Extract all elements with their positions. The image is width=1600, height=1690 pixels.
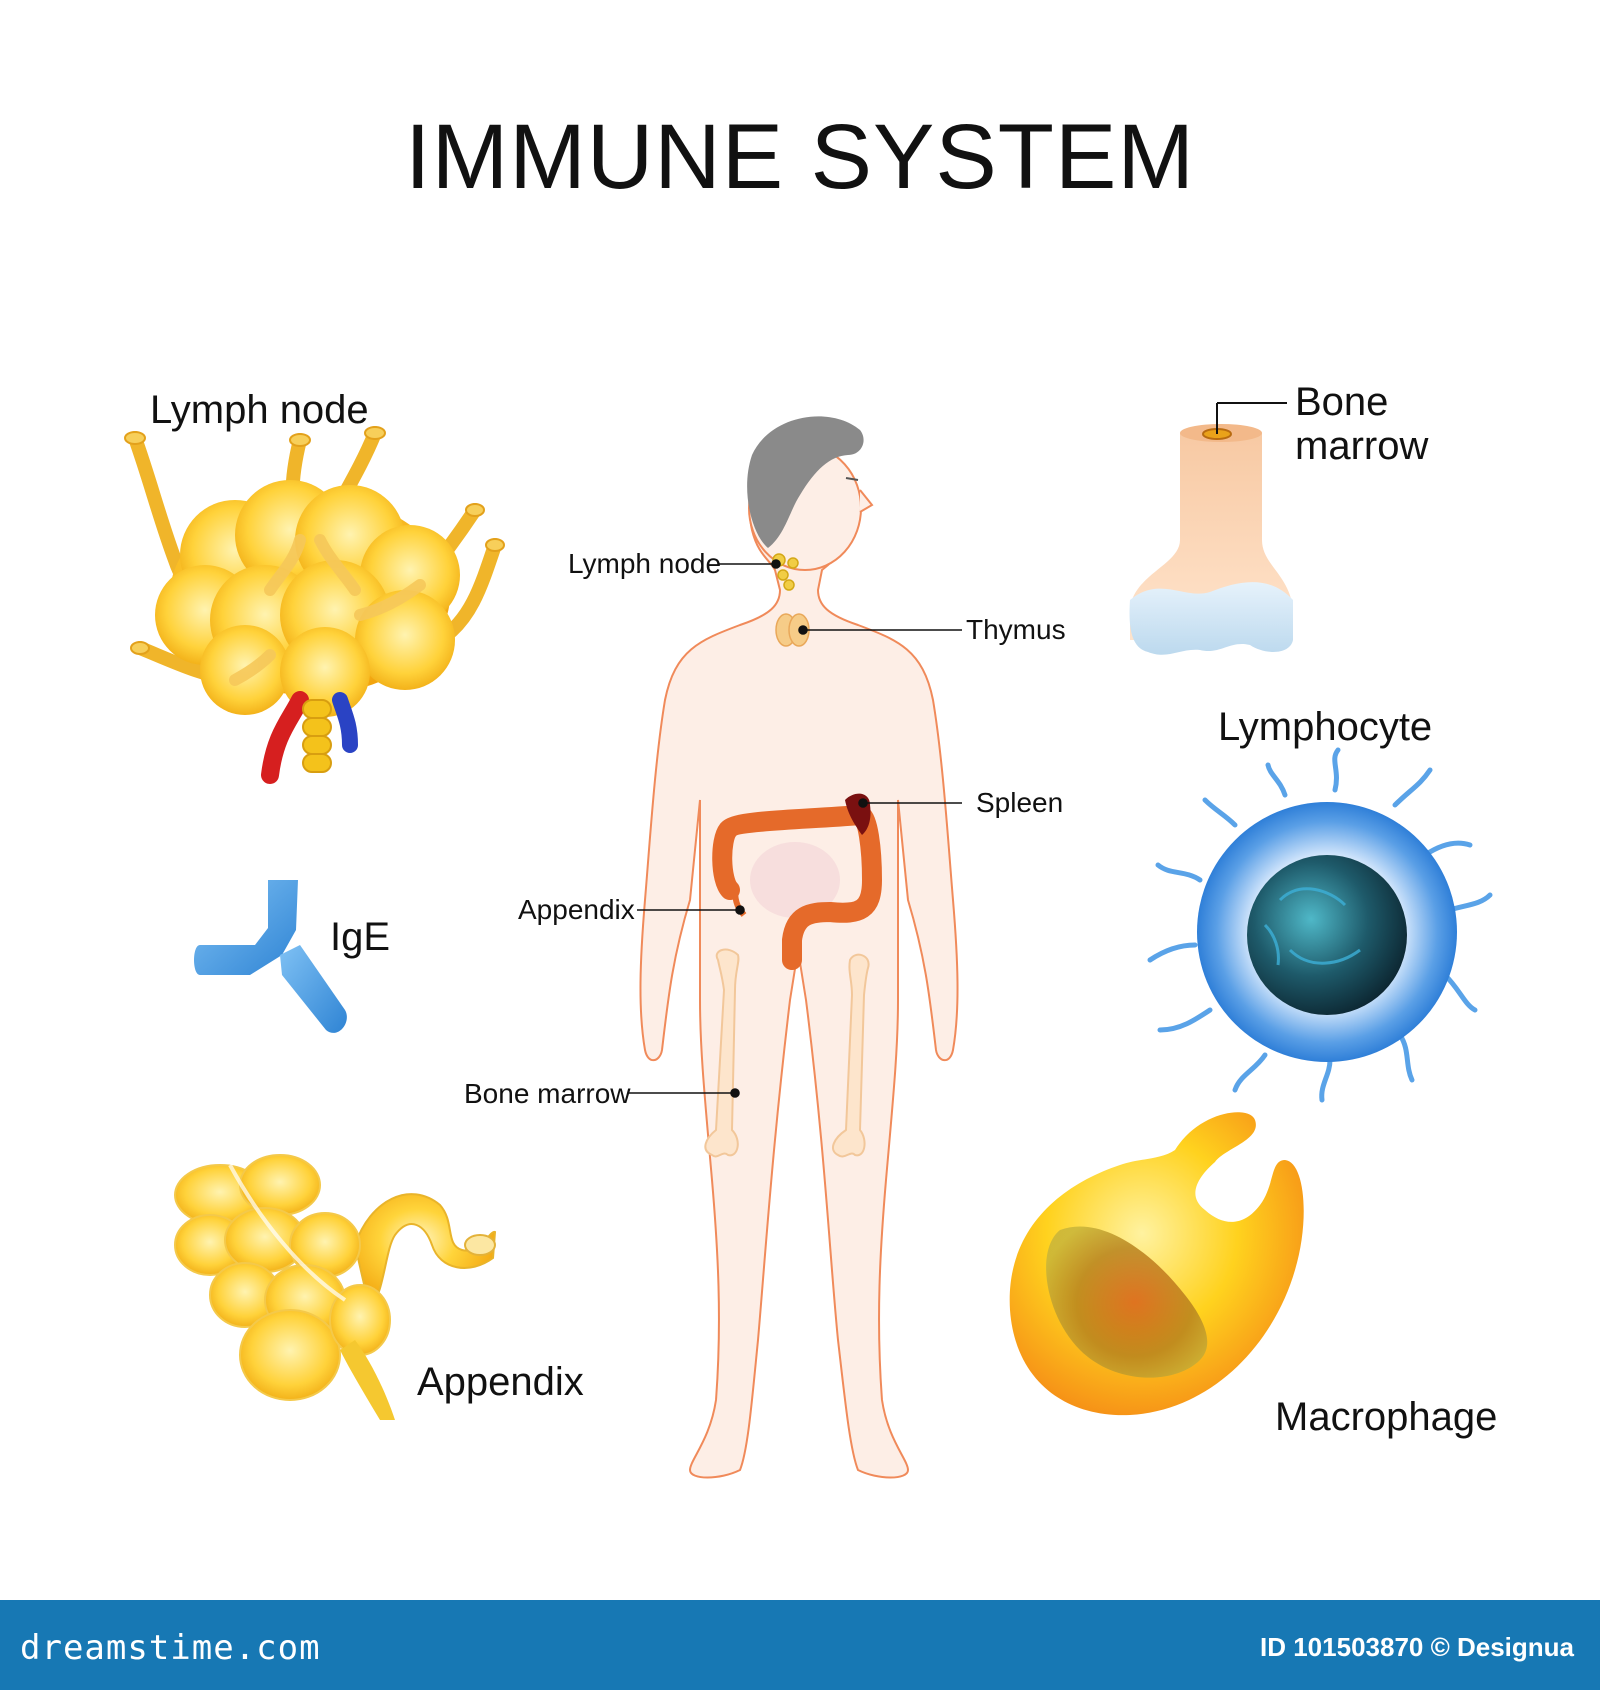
lymphocyte-illustration bbox=[1147, 747, 1493, 1103]
human-body-figure bbox=[639, 416, 959, 1479]
body-label-appendix: Appendix bbox=[518, 894, 635, 925]
body-label-lymph-node: Lymph node bbox=[568, 548, 722, 579]
body-label-thymus: Thymus bbox=[966, 614, 1066, 645]
appendix-illustration bbox=[174, 1154, 497, 1420]
appendix-label: Appendix bbox=[417, 1360, 584, 1404]
bone-marrow-label-line2: marrow bbox=[1295, 424, 1429, 468]
body-label-spleen: Spleen bbox=[976, 787, 1064, 818]
body-label-bone-marrow: Bone marrow bbox=[464, 1078, 631, 1109]
watermark-footer: dreamstime.com ID 101503870 © Designua bbox=[0, 1600, 1600, 1690]
lymph-node-illustration bbox=[124, 426, 505, 784]
ige-antibody-illustration bbox=[194, 880, 347, 1033]
bone-marrow-illustration bbox=[1129, 402, 1293, 655]
pointer-lines bbox=[628, 559, 962, 1098]
ige-label: IgE bbox=[330, 915, 391, 959]
footer-site-name: dreamstime.com bbox=[20, 1628, 321, 1668]
lymph-node-label: Lymph node bbox=[150, 388, 369, 432]
page-title: IMMUNE SYSTEM bbox=[405, 106, 1195, 208]
leg-bones bbox=[704, 948, 870, 1158]
lymphocyte-label: Lymphocyte bbox=[1218, 705, 1433, 749]
macrophage-illustration bbox=[1009, 1112, 1304, 1416]
footer-image-id: ID 101503870 © Designua bbox=[1260, 1632, 1574, 1662]
bone-marrow-label-line1: Bone bbox=[1295, 380, 1389, 424]
macrophage-label: Macrophage bbox=[1275, 1395, 1498, 1439]
